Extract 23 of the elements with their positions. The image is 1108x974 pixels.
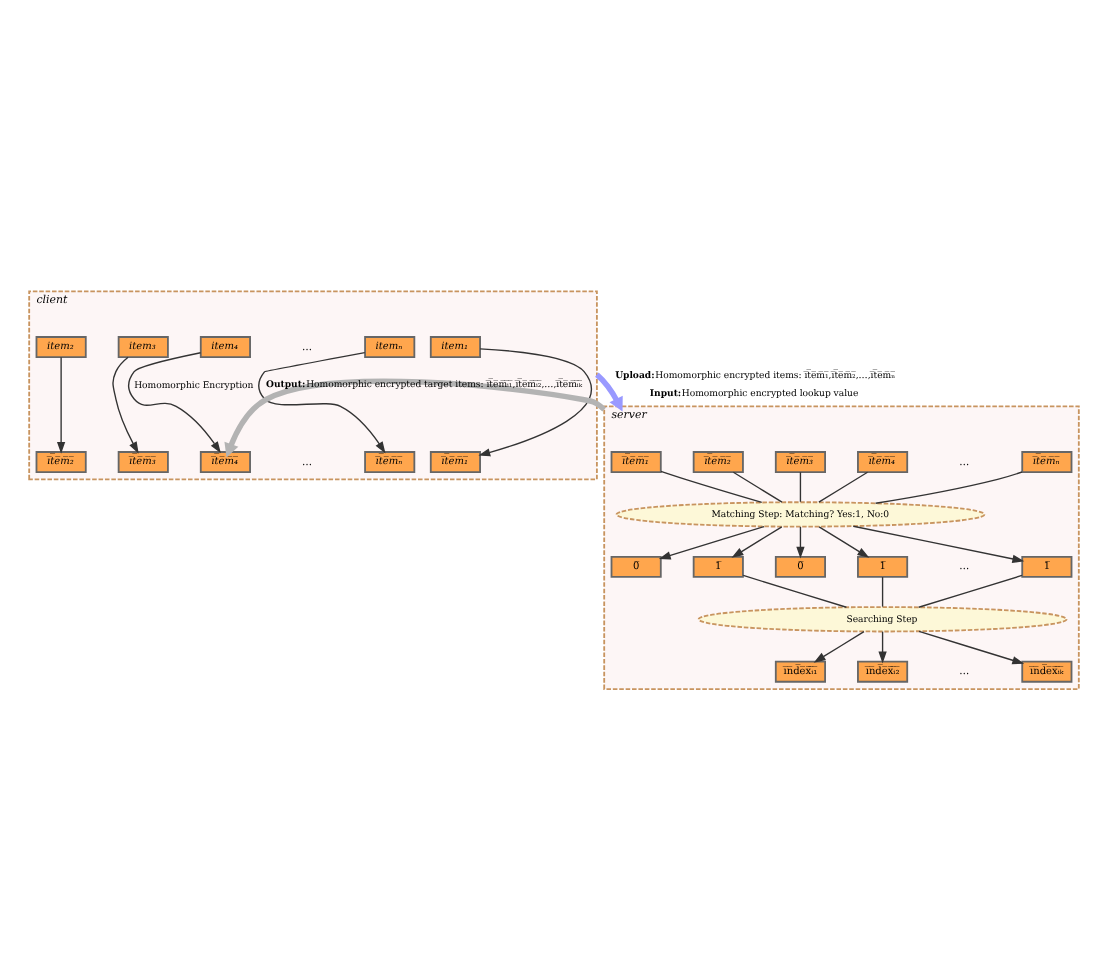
arrow — [56, 355, 66, 453]
connector — [818, 470, 869, 502]
arrow — [878, 630, 887, 663]
arrow — [731, 525, 783, 557]
arrow — [813, 630, 865, 662]
connector — [918, 573, 1023, 607]
arrow — [658, 524, 765, 559]
connector — [799, 470, 802, 502]
arrow — [112, 355, 139, 453]
arrow — [595, 371, 623, 411]
connector — [660, 469, 763, 503]
arrow — [224, 377, 607, 457]
arrow — [796, 525, 805, 558]
arrow — [127, 351, 221, 453]
connector — [881, 575, 884, 607]
arrow — [918, 629, 1025, 664]
arrow — [258, 350, 386, 453]
arrow — [478, 347, 593, 456]
arrow — [818, 525, 870, 557]
connector — [742, 573, 848, 607]
connector — [732, 470, 783, 502]
arrow — [852, 524, 1025, 562]
connector — [874, 470, 1023, 503]
